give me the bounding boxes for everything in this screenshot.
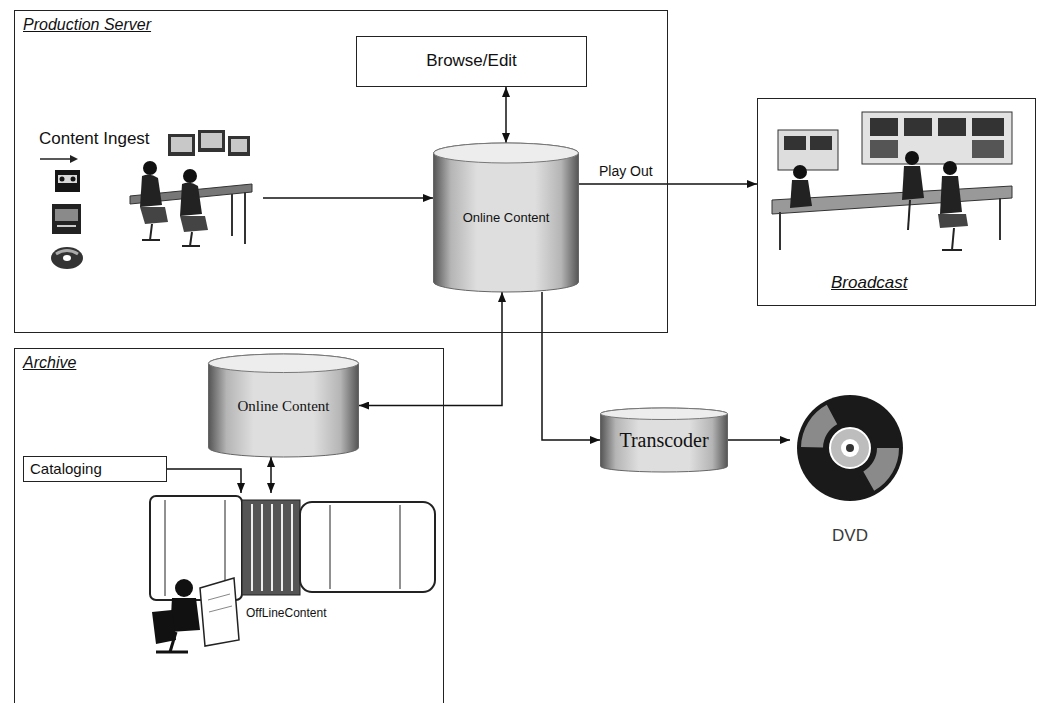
storage-cylinder: Online Content — [433, 143, 579, 292]
disc-shape — [790, 393, 910, 505]
tape-library-unit: OffLineContent — [121, 493, 441, 663]
node-label: DVD — [832, 526, 868, 546]
broadcast-control-room — [772, 112, 1012, 250]
ingest-media-icons — [40, 155, 83, 269]
node-label: Online Content — [237, 397, 329, 415]
region-heading: Archive — [23, 353, 76, 372]
process-box: Cataloging — [23, 456, 167, 482]
dvd-disc: DVD — [790, 393, 910, 553]
transcoder-cylinder: Transcoder — [600, 408, 728, 472]
node-label: Transcoder — [619, 428, 708, 452]
node-label: Content Ingest — [39, 129, 150, 149]
edge-label: Play Out — [597, 163, 655, 180]
server-frame: Production ServerBrowse/EditContent Inge… — [14, 10, 668, 333]
region-heading: Production Server — [23, 15, 151, 34]
storage-cylinder: Online Content — [208, 354, 359, 457]
node-label: Browse/Edit — [426, 51, 517, 71]
node-label: OffLineContent — [246, 606, 327, 620]
flow-arrow — [167, 469, 241, 493]
flow-arrow — [728, 439, 790, 441]
node-label: Cataloging — [30, 460, 102, 478]
flow-arrow — [263, 197, 433, 199]
broadcast-frame: Broadcast — [757, 98, 1036, 306]
flow-arrow — [505, 87, 507, 143]
flow-arrow — [270, 457, 272, 493]
flow-arrow — [579, 183, 757, 185]
tape-library — [150, 496, 435, 652]
node-label: Online Content — [463, 210, 550, 226]
region-heading: Broadcast — [831, 273, 908, 293]
process-box: Browse/Edit — [356, 36, 587, 87]
flow-arrow — [542, 292, 600, 440]
archive-frame: ArchiveOnline ContentCatalogingOffLineCo… — [14, 348, 444, 703]
ingest-station: Content Ingest — [31, 129, 263, 314]
